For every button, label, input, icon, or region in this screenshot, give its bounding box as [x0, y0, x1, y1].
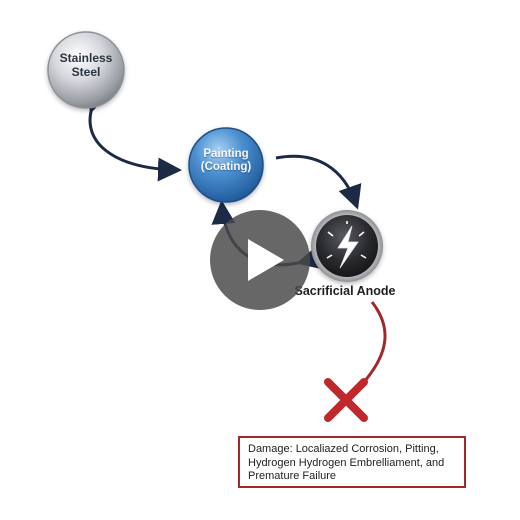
arrow-paint-anode: [275, 154, 362, 210]
lightning-bolt-icon: [326, 221, 367, 269]
red-x-icon: [324, 378, 368, 422]
node-painting: [188, 127, 264, 203]
failure-connector: [362, 301, 387, 383]
node-stainless-steel: [47, 31, 125, 109]
play-icon: [248, 239, 284, 281]
arrow-steel-paint: [85, 87, 182, 182]
damage-box: Damage: Localiazed Corrosion, Pitting, H…: [238, 436, 466, 488]
play-button[interactable]: [208, 208, 312, 312]
damage-text: Damage: Localiazed Corrosion, Pitting, H…: [248, 443, 445, 482]
